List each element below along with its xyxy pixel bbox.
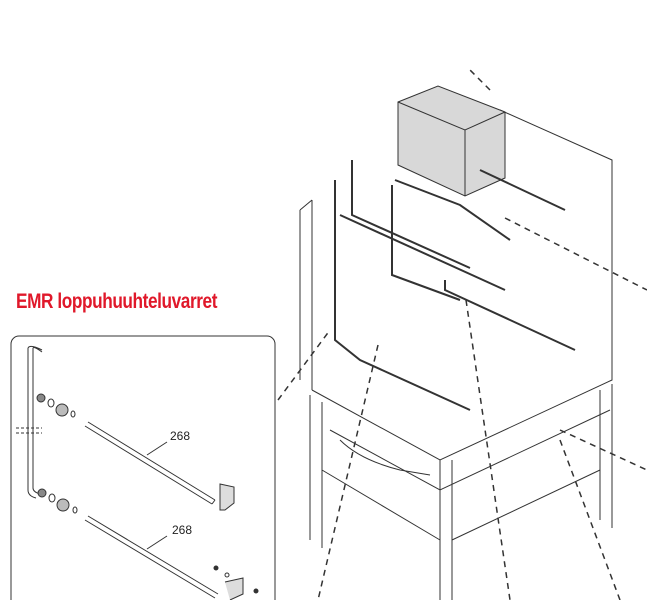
fittings-lower xyxy=(37,488,78,514)
rinse-arm-upper xyxy=(84,421,235,511)
vertical-pipe xyxy=(16,345,43,499)
detail-inset-frame xyxy=(10,335,276,600)
part-number-268-upper: 268 xyxy=(170,429,190,443)
callout-leader-2 xyxy=(146,535,168,550)
machine-frame xyxy=(299,109,613,600)
piping xyxy=(334,160,576,411)
rinse-arm-lower xyxy=(84,515,259,600)
callout-leader-1 xyxy=(146,441,168,456)
leader-lines xyxy=(277,69,647,600)
diagram-title: EMR loppuhuuhteluvarret xyxy=(16,290,218,313)
tank-box xyxy=(397,85,506,197)
fittings-upper xyxy=(36,393,76,418)
part-number-268-lower: 268 xyxy=(172,523,192,537)
